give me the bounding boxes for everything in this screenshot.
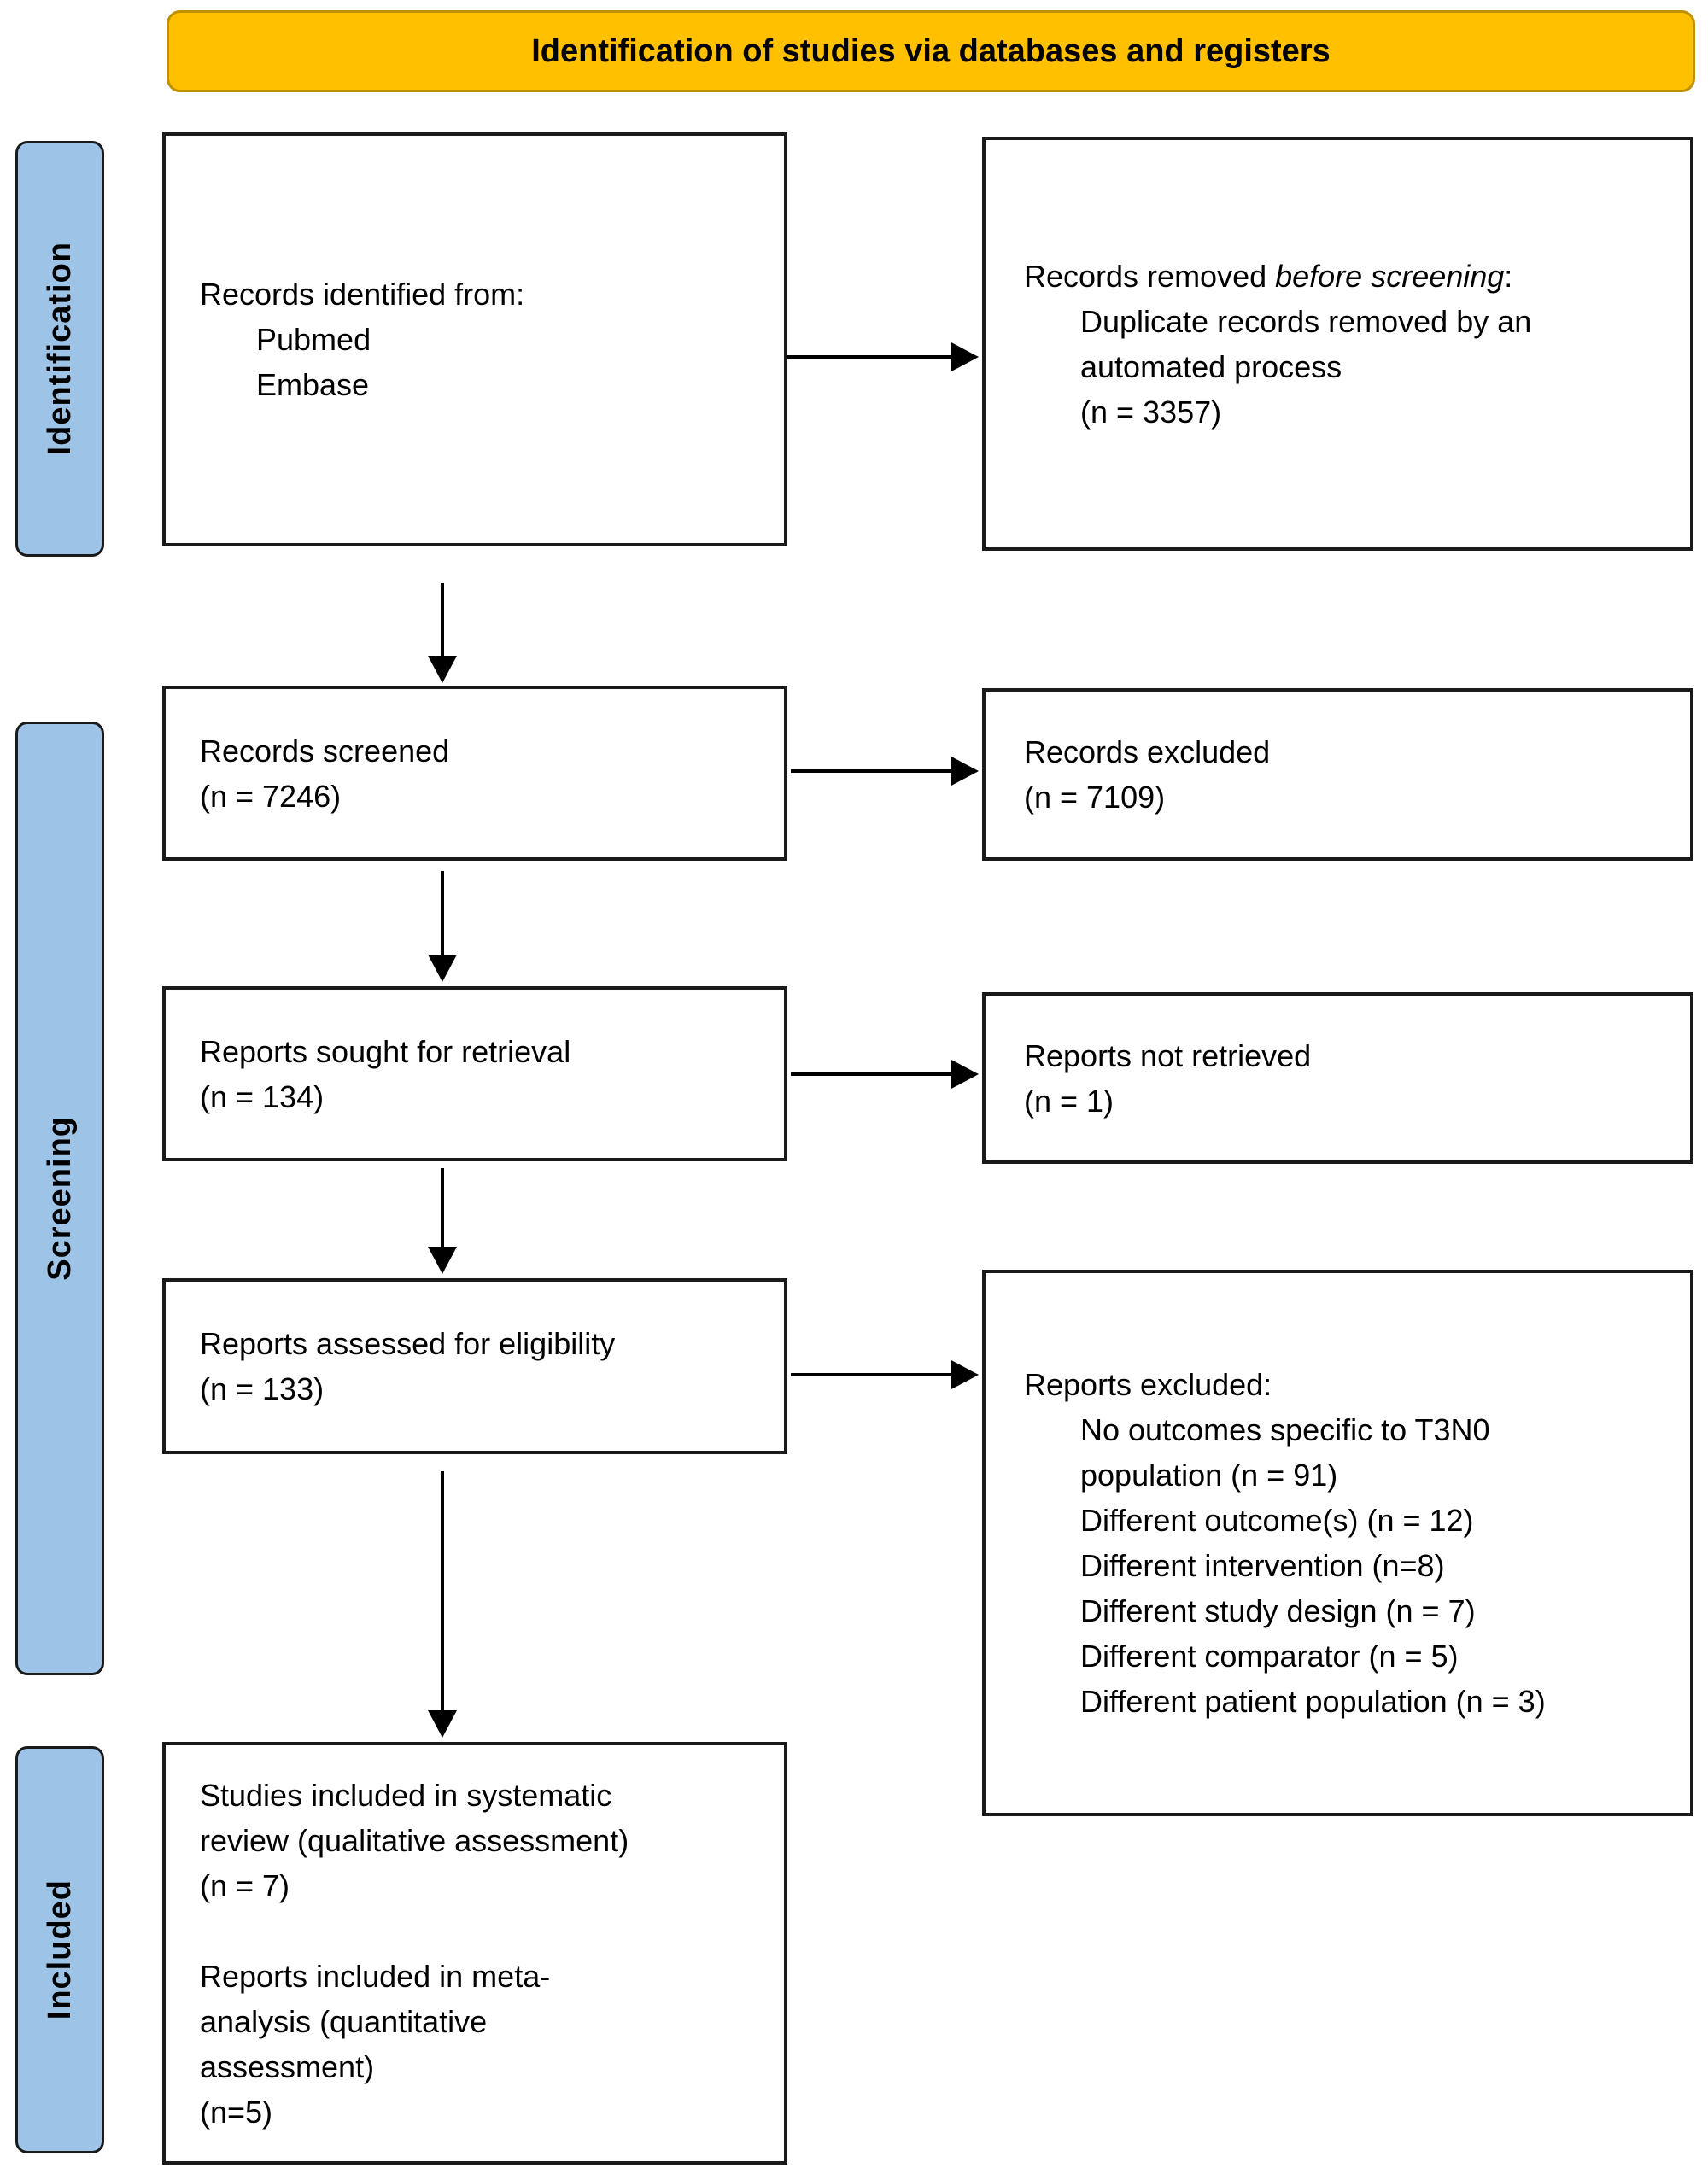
- records-identified-source: Pubmed: [256, 322, 371, 357]
- exclusion-reason: Different study design (n = 7): [1080, 1593, 1476, 1628]
- arrow-head-down-icon: [428, 1710, 457, 1738]
- arrow-sought-to-not-retrieved: [791, 1060, 979, 1089]
- reports-sought-box: Reports sought for retrieval (n = 134): [162, 986, 787, 1161]
- arrow-screened-to-sought: [428, 871, 457, 982]
- arrow-assessed-to-excluded: [791, 1360, 979, 1389]
- reports-assessed-box: Reports assessed for eligibility (n = 13…: [162, 1278, 787, 1454]
- systematic-review-text: Studies included in systematic review (q…: [200, 1777, 629, 1858]
- reports-sought-title: Reports sought for retrieval: [200, 1033, 571, 1069]
- reports-not-retrieved-box: Reports not retrieved (n = 1): [982, 992, 1693, 1164]
- stage-included: Included: [15, 1746, 104, 2153]
- records-removed-title: Records removed before screening:: [1024, 258, 1513, 294]
- stage-included-label: Included: [41, 1879, 78, 2020]
- records-excluded-box: Records excluded (n = 7109): [982, 688, 1693, 861]
- reports-excluded-box: Reports excluded: No outcomes specific t…: [982, 1270, 1693, 1816]
- records-screened-count: (n = 7246): [200, 778, 342, 814]
- arrow-identified-to-screened: [428, 583, 457, 683]
- exclusion-reason: No outcomes specific to T3N0 population …: [1080, 1412, 1490, 1493]
- arrow-head-right-icon: [951, 1360, 979, 1389]
- arrow-sought-to-assessed: [428, 1168, 457, 1274]
- arrow-shaft: [441, 583, 444, 656]
- arrow-head-right-icon: [951, 1060, 979, 1089]
- records-screened-title: Records screened: [200, 733, 450, 768]
- arrow-shaft: [441, 1471, 444, 1710]
- arrow-shaft: [787, 355, 951, 359]
- arrow-screened-to-excluded: [791, 757, 979, 786]
- records-identified-box: Records identified from: Pubmed Embase: [162, 132, 787, 546]
- arrow-identified-to-removed: [787, 342, 979, 371]
- reports-sought-count: (n = 134): [200, 1078, 325, 1114]
- records-removed-title-emphasis: before screening: [1275, 258, 1505, 294]
- reports-assessed-count: (n = 133): [200, 1371, 325, 1406]
- exclusion-reason: Different intervention (n=8): [1080, 1548, 1445, 1583]
- exclusion-reason: Different outcome(s) (n = 12): [1080, 1503, 1474, 1538]
- records-screened-box: Records screened (n = 7246): [162, 686, 787, 861]
- reports-assessed-title: Reports assessed for eligibility: [200, 1326, 616, 1361]
- banner-title: Identification of studies via databases …: [531, 32, 1331, 69]
- reports-not-retrieved-count: (n = 1): [1024, 1083, 1114, 1119]
- stage-identification: Identification: [15, 141, 104, 557]
- stage-screening-label: Screening: [41, 1116, 78, 1281]
- records-removed-reason: Duplicate records removed by an automate…: [1080, 303, 1532, 384]
- arrow-assessed-to-included: [428, 1471, 457, 1738]
- arrow-head-right-icon: [951, 757, 979, 786]
- arrow-shaft: [441, 871, 444, 955]
- arrow-shaft: [441, 1168, 444, 1247]
- stage-identification-label: Identification: [41, 242, 78, 456]
- arrow-shaft: [791, 1373, 951, 1376]
- arrow-head-down-icon: [428, 1247, 457, 1274]
- exclusion-reason: Different patient population (n = 3): [1080, 1684, 1546, 1719]
- meta-analysis-count: (n=5): [200, 2094, 273, 2130]
- records-excluded-title: Records excluded: [1024, 734, 1271, 769]
- records-identified-source: Embase: [256, 367, 370, 402]
- arrow-head-down-icon: [428, 955, 457, 982]
- exclusion-reason: Different comparator (n = 5): [1080, 1639, 1459, 1674]
- arrow-head-down-icon: [428, 656, 457, 683]
- included-studies-box: Studies included in systematic review (q…: [162, 1742, 787, 2165]
- reports-not-retrieved-title: Reports not retrieved: [1024, 1037, 1312, 1073]
- records-removed-count: (n = 3357): [1080, 394, 1222, 430]
- stage-screening: Screening: [15, 722, 104, 1675]
- records-removed-box: Records removed before screening: Duplic…: [982, 137, 1693, 551]
- records-excluded-count: (n = 7109): [1024, 780, 1166, 815]
- banner: Identification of studies via databases …: [167, 10, 1695, 92]
- reports-excluded-title: Reports excluded:: [1024, 1367, 1272, 1402]
- records-identified-title: Records identified from:: [200, 277, 525, 312]
- meta-analysis-text: Reports included in meta-analysis (quant…: [200, 1958, 551, 2084]
- arrow-head-right-icon: [951, 342, 979, 371]
- arrow-shaft: [791, 1072, 951, 1076]
- arrow-shaft: [791, 769, 951, 773]
- systematic-review-count: (n = 7): [200, 1867, 290, 1903]
